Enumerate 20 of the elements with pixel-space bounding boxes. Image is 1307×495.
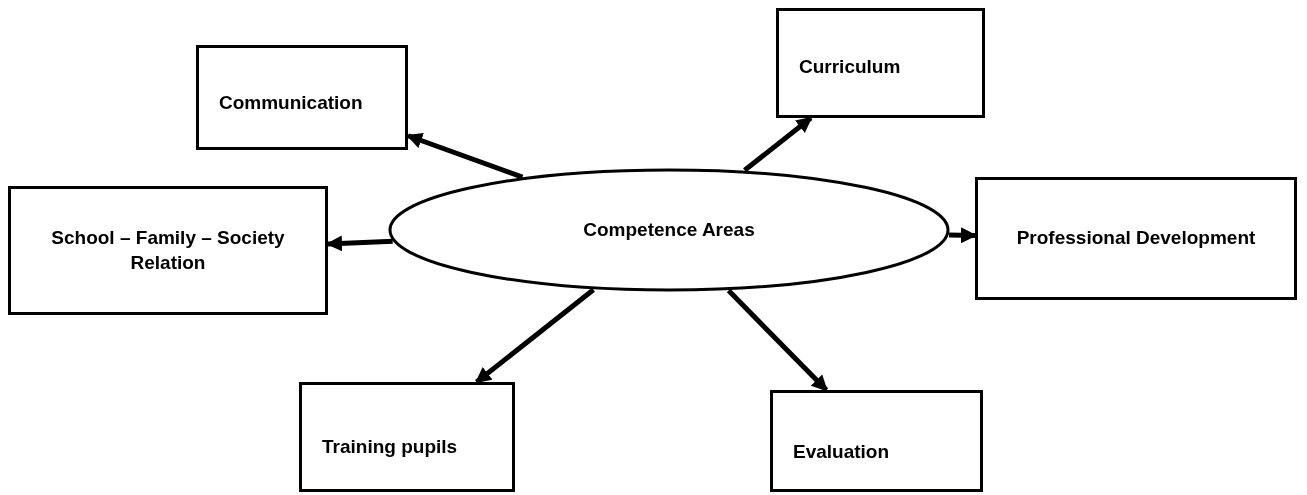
arrow [949, 227, 977, 244]
rectangle-box [196, 45, 408, 150]
node-label: School – Family – Society Relation [50, 225, 286, 275]
arrow [726, 288, 829, 392]
node-label: Communication [218, 91, 364, 116]
ellipse-node [388, 168, 950, 292]
arrow [743, 116, 813, 173]
node-label: Professional Development [1015, 226, 1257, 251]
rectangle-box [8, 186, 328, 315]
arrow [406, 133, 524, 180]
rectangle-box [770, 390, 983, 492]
rectangle-box [776, 8, 985, 118]
node-label: Training pupils [321, 434, 459, 459]
rectangle-box [975, 177, 1297, 300]
arrow [326, 235, 393, 252]
rectangle-box [299, 382, 515, 492]
node-label: Evaluation [792, 439, 891, 464]
arrow [475, 287, 595, 384]
node-label: Competence Areas [582, 217, 756, 242]
node-label: Curriculum [798, 54, 902, 79]
